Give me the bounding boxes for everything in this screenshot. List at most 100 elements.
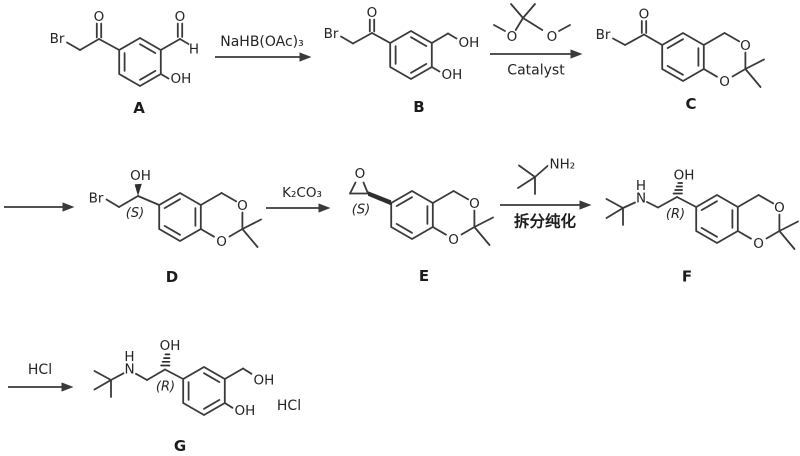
bond [612, 37, 626, 46]
bond [643, 33, 664, 46]
benzene-ring [182, 366, 226, 416]
bond [340, 35, 354, 45]
stereo-s-label: (S) [126, 206, 144, 221]
compound-g-letter: G [174, 437, 186, 455]
epoxide-bond [362, 181, 369, 195]
compound-a: Br O O H OH A [50, 9, 199, 117]
hcl-salt-label: HCl [277, 398, 301, 414]
compound-e-letter: E [419, 267, 429, 285]
bond [430, 32, 449, 44]
reagent-step5-label: HCl [28, 362, 52, 378]
bromine-label: Br [89, 190, 104, 206]
reagent-tert-butylamine-structure: NH₂ [517, 157, 576, 195]
stereo-r-label: (R) [156, 380, 175, 395]
benzodioxine-ring [158, 192, 262, 251]
reagent-step3-label: K₂CO₃ [282, 185, 322, 201]
nitrogen-label: N [636, 190, 646, 206]
bond [93, 379, 112, 391]
bond [223, 367, 244, 380]
bond [352, 32, 373, 45]
bond [622, 201, 636, 209]
hydroxyl-label: OH [459, 35, 480, 51]
bond [137, 195, 161, 206]
arrow-step2: O O Catalyst [490, 3, 583, 79]
bond [430, 66, 441, 73]
amine-label: NH₂ [550, 157, 576, 173]
bond [179, 38, 190, 45]
bond [493, 24, 506, 32]
bromine-label: Br [596, 27, 611, 43]
bond [93, 370, 112, 381]
bond [510, 3, 524, 19]
bond [558, 24, 571, 32]
bond [110, 372, 125, 381]
oxygen-label: O [639, 6, 650, 22]
bond [66, 41, 81, 51]
reagent-step4-label: 拆分纯化 [514, 212, 577, 231]
compound-c-letter: C [685, 95, 696, 113]
bond [517, 176, 536, 189]
bromine-label: Br [324, 26, 339, 42]
bond [146, 368, 166, 381]
hydroxyl-label: OH [171, 71, 192, 87]
hydrogen-label: H [124, 349, 134, 365]
oxygen-label: O [547, 29, 558, 45]
arrow-step3: K₂CO₃ [266, 185, 331, 213]
hydroxyl-label: OH [674, 168, 695, 184]
oxygen-label: O [94, 9, 105, 25]
bond [159, 73, 170, 80]
bromine-label: Br [50, 31, 65, 47]
arrow-step4: NH₂ 拆分纯化 [500, 157, 592, 231]
hydroxyl-label: OH [254, 372, 275, 388]
arrow-step5: HCl [8, 362, 74, 392]
compound-g: OH (R) N H OH OH HCl G [93, 338, 301, 455]
benzodioxine-ring [390, 190, 494, 249]
bond [164, 368, 185, 380]
compound-c: O Br C [596, 6, 765, 113]
compound-d-letter: D [166, 268, 178, 286]
oxygen-label: O [355, 166, 366, 182]
bond [79, 38, 100, 51]
hydroxyl-label: OH [442, 67, 463, 83]
stereo-wedge-bond [368, 191, 392, 206]
bond [657, 196, 678, 209]
benzene-ring [389, 30, 433, 80]
bond [522, 17, 544, 31]
epoxide-bond [349, 181, 357, 195]
stereo-wedge-bond [134, 183, 142, 196]
bond [518, 164, 536, 178]
bond [534, 165, 549, 178]
nitrogen-label: N [124, 361, 134, 377]
bond [242, 367, 253, 375]
benzene-ring [118, 37, 162, 87]
compound-f-letter: F [682, 268, 692, 286]
bond [522, 3, 536, 19]
bond [135, 372, 148, 381]
oxygen-label: O [507, 29, 518, 45]
hydrogen-label: H [636, 178, 646, 194]
oxygen-label: O [367, 5, 378, 21]
bond [98, 38, 121, 51]
stereo-r-label: (R) [666, 207, 685, 222]
bond [605, 207, 624, 219]
stereo-s-label: (S) [352, 203, 370, 218]
bond [371, 32, 392, 44]
compound-f: OH N H (R) F [605, 168, 799, 286]
compound-d: OH Br (S) D [89, 168, 262, 286]
hydroxyl-label: OH [235, 403, 256, 419]
benzodioxine-ring [695, 194, 799, 253]
hydroxyl-label: OH [130, 168, 151, 184]
bond [223, 402, 234, 409]
bond [159, 38, 181, 51]
bond [646, 201, 659, 209]
bond [447, 32, 458, 40]
hydrogen-label: H [189, 42, 199, 58]
oxygen-label: O [175, 9, 186, 25]
compound-b: Br O OH OH B [324, 5, 480, 116]
bond [624, 33, 645, 46]
reagent-dimethoxypropane-structure: O O [493, 3, 571, 45]
benzodioxine-ring [661, 32, 765, 91]
bond [118, 195, 139, 208]
